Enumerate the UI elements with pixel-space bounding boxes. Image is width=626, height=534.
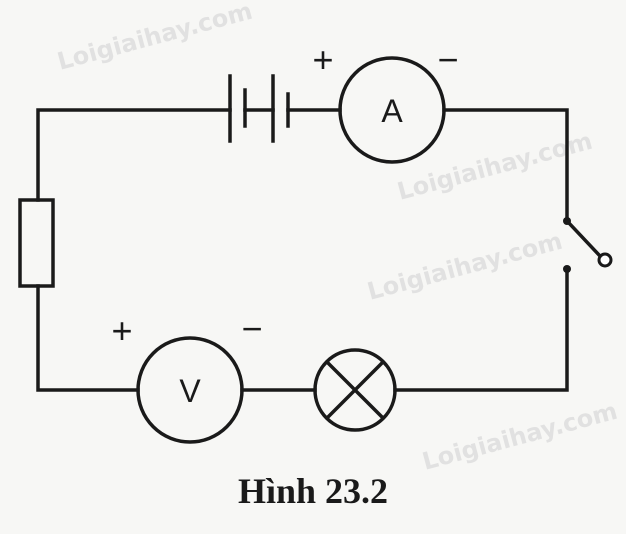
ammeter-label: A	[381, 93, 403, 129]
figure-caption: Hình 23.2	[237, 471, 389, 511]
voltmeter-minus: −	[241, 308, 262, 349]
voltmeter-plus: +	[111, 310, 132, 351]
lamp-icon	[313, 348, 397, 432]
ammeter-minus: −	[437, 39, 458, 80]
ammeter: A + −	[312, 39, 459, 164]
wire-switch-bottom	[393, 267, 569, 392]
resistor-icon	[18, 198, 55, 288]
switch-icon	[563, 217, 613, 273]
wire-left-bottom	[36, 284, 140, 392]
wire-top-left	[36, 108, 232, 202]
wire-ammeter-switch	[442, 108, 569, 222]
voltmeter: V + −	[111, 308, 263, 444]
watermark: Loigiaihay.com	[364, 227, 565, 306]
watermark: Loigiaihay.com	[419, 397, 620, 476]
voltmeter-label: V	[179, 373, 201, 409]
battery-icon	[228, 74, 290, 143]
watermark: Loigiaihay.com	[394, 127, 595, 206]
watermark: Loigiaihay.com	[54, 0, 255, 76]
ammeter-plus: +	[312, 39, 333, 80]
